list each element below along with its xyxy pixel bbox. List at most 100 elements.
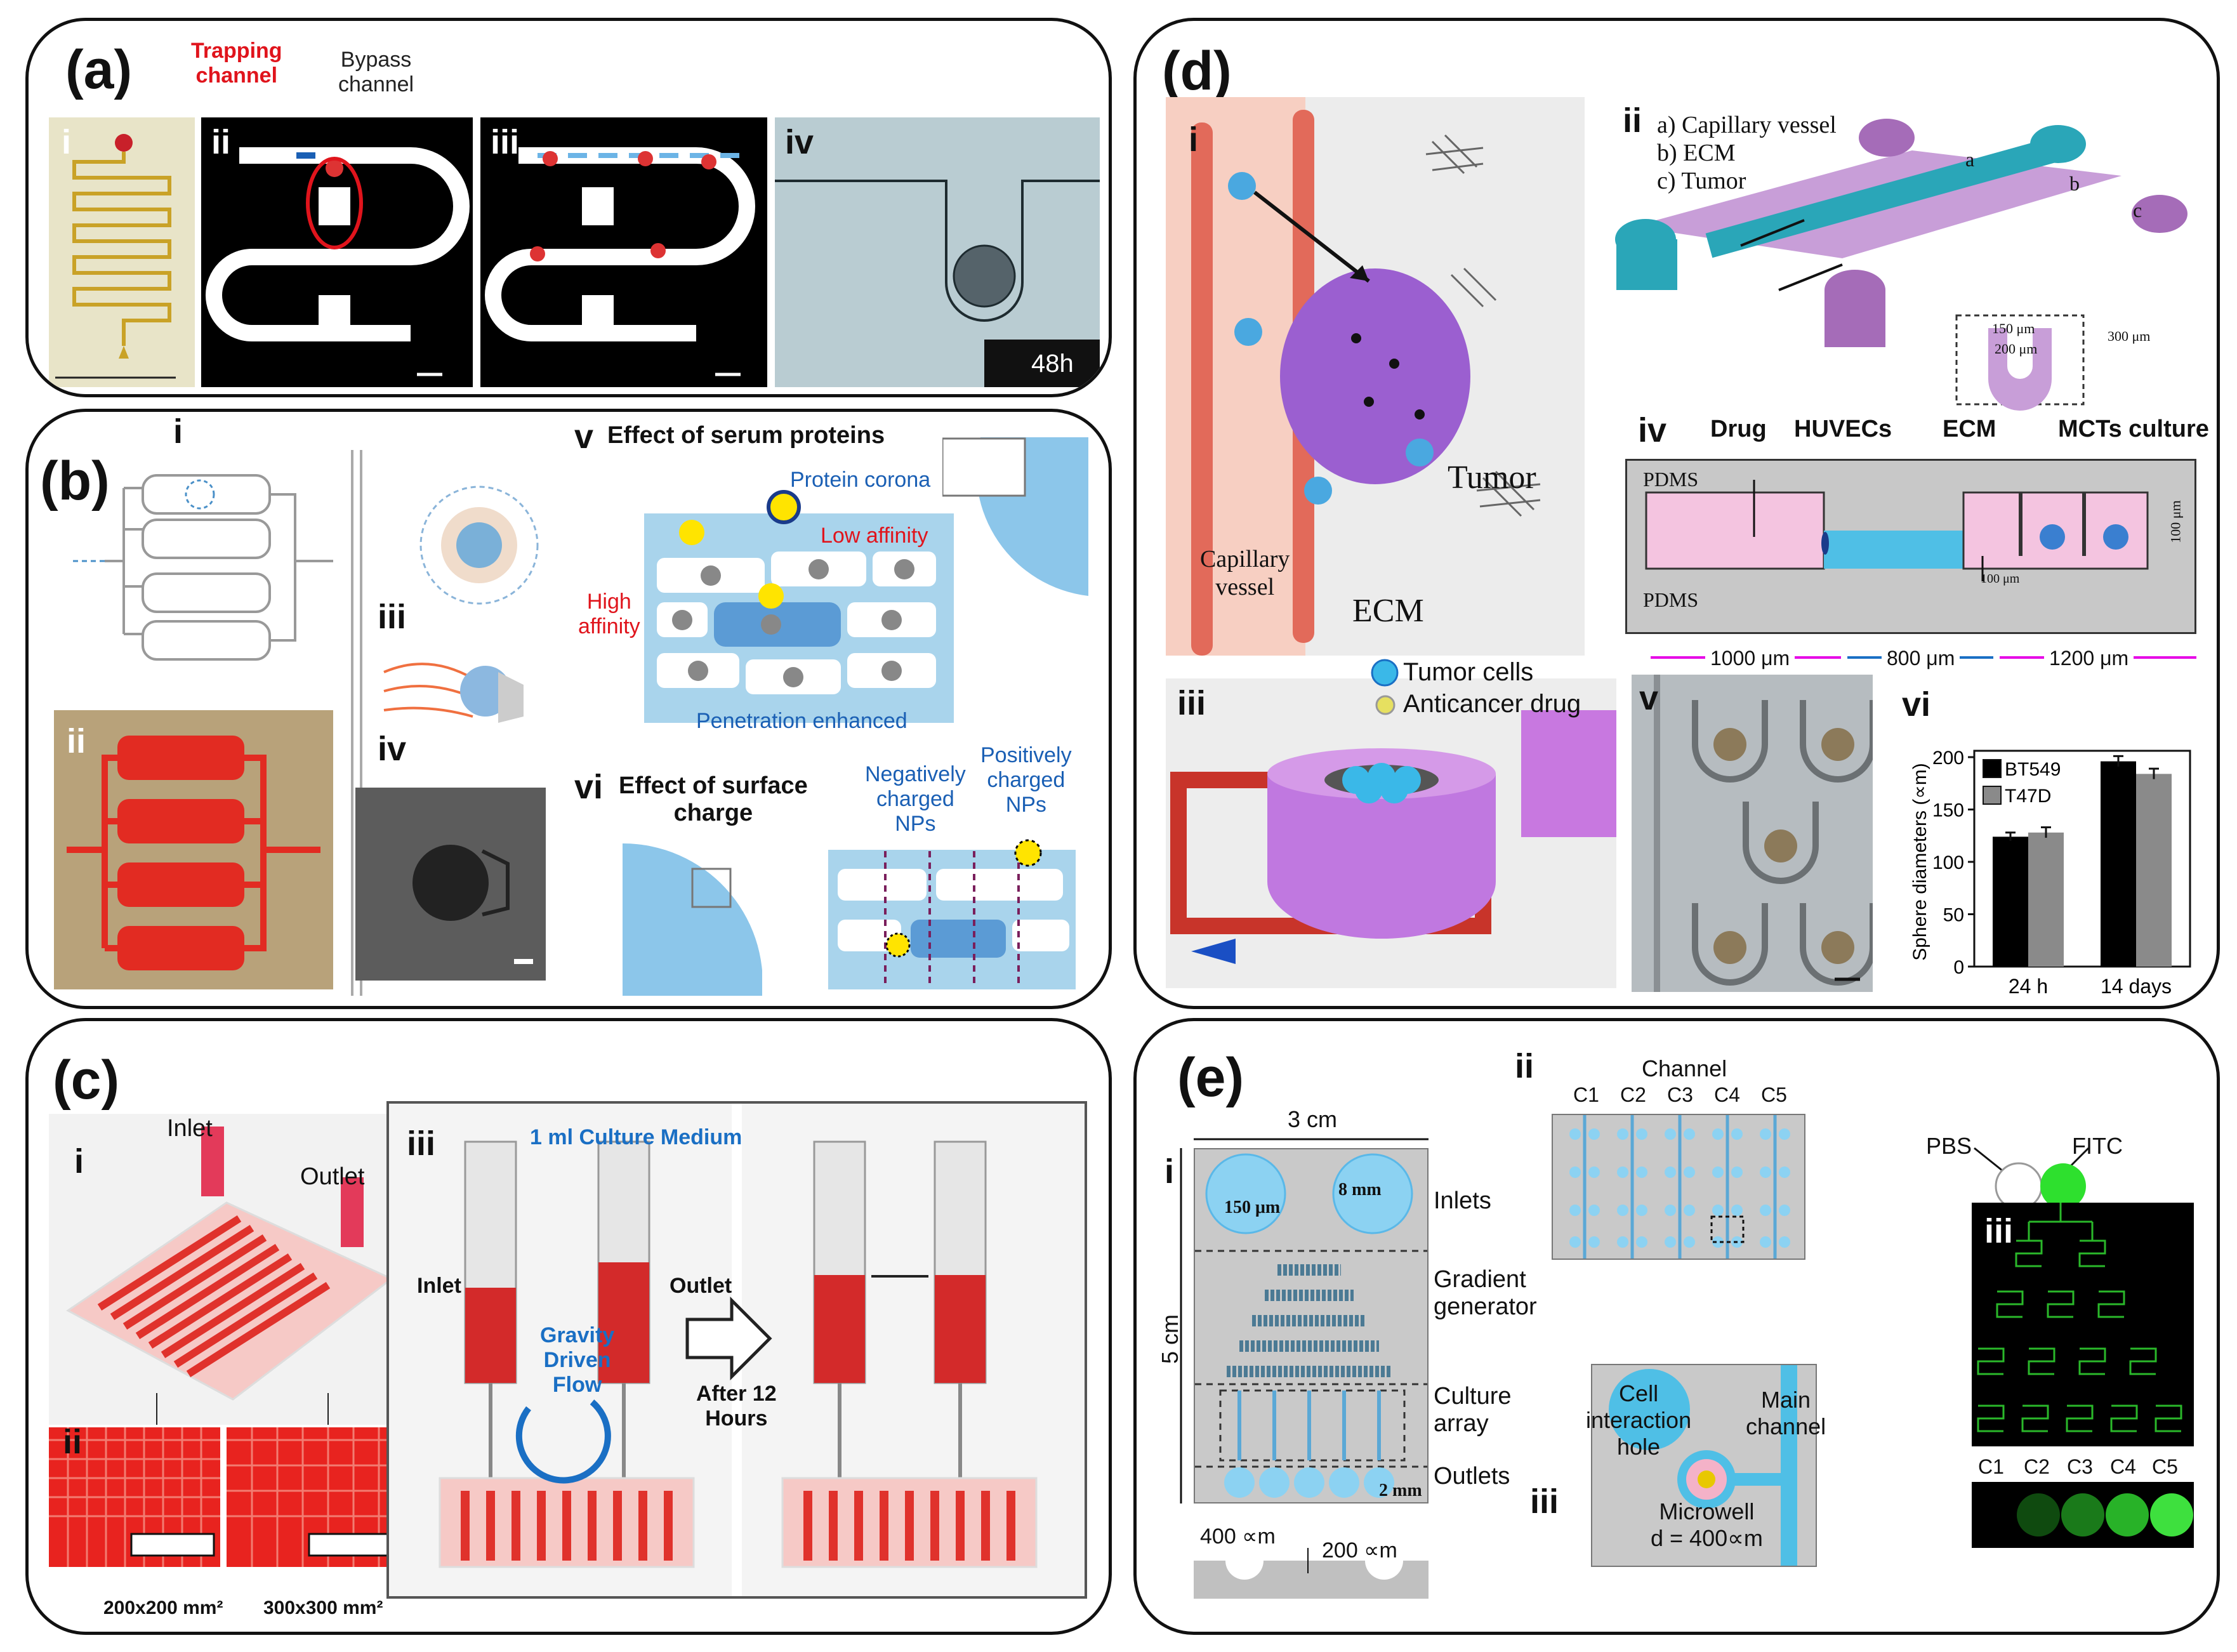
e-i-s200: 200 ∝m bbox=[1322, 1538, 1397, 1563]
d-ii-dim-150: 150 μm bbox=[1992, 320, 2035, 336]
e-sub-iii-right: iii bbox=[1984, 1212, 2014, 1250]
a-i-photo bbox=[49, 117, 195, 387]
x-tick-label: 24 h bbox=[2009, 975, 2048, 998]
c-i-photo bbox=[49, 1114, 399, 1425]
panel-e-label: (e) bbox=[1177, 1047, 1244, 1108]
d-iii-trap-svg bbox=[1170, 710, 1616, 964]
c-ii-grid-small bbox=[49, 1427, 220, 1567]
d-ii-dim-300: 300 μm bbox=[2108, 328, 2151, 344]
e-iii-fluor-image bbox=[1972, 1203, 2194, 1446]
e-iii-microwell: Microwell d = 400∝m bbox=[1651, 1498, 1763, 1551]
bar-t47d bbox=[2136, 774, 2172, 967]
y-tick-label: 50 bbox=[1943, 905, 1964, 926]
e-i-cross-section bbox=[1194, 1548, 1429, 1599]
c-iii-after: After 12 Hours bbox=[696, 1382, 777, 1431]
e-i-s400: 400 ∝m bbox=[1200, 1524, 1276, 1549]
y-tick-label: 200 bbox=[1932, 748, 1964, 769]
e-i-outlets: Outlets bbox=[1434, 1463, 1510, 1490]
e-sub-iii-left: iii bbox=[1530, 1483, 1559, 1521]
a-iii-channel-svg bbox=[485, 147, 755, 376]
a-iii-image bbox=[480, 117, 767, 387]
panel-d: (d) i Tumor Capillary vessel ECM bbox=[1133, 18, 2220, 1009]
d-ii-dim-200: 200 μm bbox=[1995, 341, 2038, 357]
c-ii-grid-small-svg bbox=[49, 1427, 220, 1567]
e-iii-inlet-circles bbox=[1974, 1147, 2090, 1210]
b-v-low-affinity: Low affinity bbox=[821, 524, 928, 548]
c-i-device-svg bbox=[66, 1127, 393, 1425]
b-v-penetration: Penetration enhanced bbox=[696, 709, 907, 733]
d-i-illustration bbox=[1166, 97, 1585, 656]
d-i-ecm: ECM bbox=[1352, 593, 1424, 629]
a-bypass-label: Bypass channel bbox=[338, 48, 414, 96]
e-i-width-arrow bbox=[1194, 1138, 1429, 1140]
d-iv-ecm: ECM bbox=[1943, 416, 1996, 442]
a-ii-image bbox=[201, 117, 473, 387]
panel-c-label: (c) bbox=[53, 1050, 120, 1111]
y-tick-label: 100 bbox=[1932, 852, 1964, 873]
b-sub-iv: iv bbox=[378, 730, 407, 768]
b-sub-v: v bbox=[574, 418, 594, 456]
b-v-title: Effect of serum proteins bbox=[607, 422, 885, 449]
b-iv-spheroid-svg bbox=[412, 845, 533, 964]
e-i-d8: 8 mm bbox=[1338, 1180, 1382, 1199]
legend-label-t47d: T47D bbox=[2005, 786, 2051, 807]
c-ii-size-1: 200x200 mm² bbox=[103, 1597, 223, 1618]
d-v-wells-svg bbox=[1654, 675, 1873, 992]
d-iii-illustration bbox=[1166, 678, 1616, 988]
a-sub-i: i bbox=[62, 123, 72, 161]
e-i-culture: Culture array bbox=[1434, 1383, 1512, 1437]
e-i-d150: 150 μm bbox=[1224, 1198, 1281, 1217]
e-i-chip-svg bbox=[1195, 1153, 1427, 1498]
e-iii-pbs: PBS bbox=[1926, 1133, 1972, 1159]
e-iii-main-channel: Main channel bbox=[1746, 1387, 1826, 1439]
panel-b-label: (b) bbox=[40, 451, 110, 512]
e-i-height-arrow bbox=[1180, 1148, 1182, 1503]
e-iii-col-c5: C5 bbox=[2152, 1455, 2178, 1478]
e-iii-fitc: FITC bbox=[2072, 1133, 2123, 1159]
d-iii-tumor-cell-icon bbox=[1371, 659, 1399, 687]
e-i-d2: 2 mm bbox=[1379, 1481, 1422, 1500]
d-iv-dim-100b: 100 μm bbox=[1981, 572, 2020, 586]
panel-b: (b) i ii iii iv bbox=[25, 409, 1112, 1009]
e-i-gradient: Gradient generator bbox=[1434, 1266, 1537, 1320]
d-sub-i: i bbox=[1189, 121, 1199, 159]
d-ii-legend-2: b) ECM bbox=[1657, 140, 1736, 166]
d-iv-width-1: 1000 μm bbox=[1705, 647, 1795, 670]
e-ii-col-c1: C1 bbox=[1573, 1083, 1599, 1106]
c-sub-ii: ii bbox=[63, 1423, 82, 1461]
d-ii-legend-1: a) Capillary vessel bbox=[1657, 112, 1837, 138]
legend-swatch-t47d bbox=[1983, 786, 2002, 805]
e-sub-i: i bbox=[1165, 1153, 1175, 1191]
legend-swatch-bt549 bbox=[1983, 759, 2002, 778]
d-sub-vi: vi bbox=[1902, 685, 1931, 724]
d-iv-section bbox=[1625, 459, 2196, 634]
y-tick-label: 0 bbox=[1953, 957, 1964, 978]
a-trapping-label: Trapping channel bbox=[191, 39, 282, 88]
d-iv-pdms-top: PDMS bbox=[1643, 468, 1699, 491]
panel-a: (a) i ii bbox=[25, 18, 1112, 397]
e-iii-col-c2: C2 bbox=[2024, 1455, 2050, 1478]
b-vi-positive: Positively charged NPs bbox=[980, 743, 1072, 817]
d-v-micrograph bbox=[1632, 675, 1873, 992]
b-vi-tissue bbox=[828, 850, 1076, 989]
b-v-tissue bbox=[644, 513, 954, 723]
bar-bt549 bbox=[2101, 761, 2136, 967]
y-tick-label: 150 bbox=[1932, 800, 1964, 821]
b-v-corona-icon bbox=[767, 490, 801, 524]
d-sub-v: v bbox=[1639, 679, 1659, 717]
c-i-inlet: Inlet bbox=[167, 1115, 213, 1142]
e-iii-col-c4: C4 bbox=[2110, 1455, 2136, 1478]
legend-label-bt549: BT549 bbox=[2005, 759, 2061, 780]
b-sub-i: i bbox=[173, 413, 183, 451]
b-vi-cells-svg bbox=[838, 850, 1069, 983]
c-sub-i: i bbox=[74, 1142, 84, 1180]
d-iv-section-svg bbox=[1645, 480, 2149, 581]
e-sub-ii: ii bbox=[1515, 1047, 1534, 1085]
d-i-tumor-svg bbox=[1166, 97, 1541, 656]
b-iii-flow-svg bbox=[383, 663, 524, 723]
d-sub-iv: iv bbox=[1638, 411, 1667, 449]
c-iii-medium: 1 ml Culture Medium bbox=[530, 1125, 742, 1149]
e-ii-col-c2: C2 bbox=[1620, 1083, 1646, 1106]
d-ii-illustration bbox=[1614, 100, 2201, 411]
